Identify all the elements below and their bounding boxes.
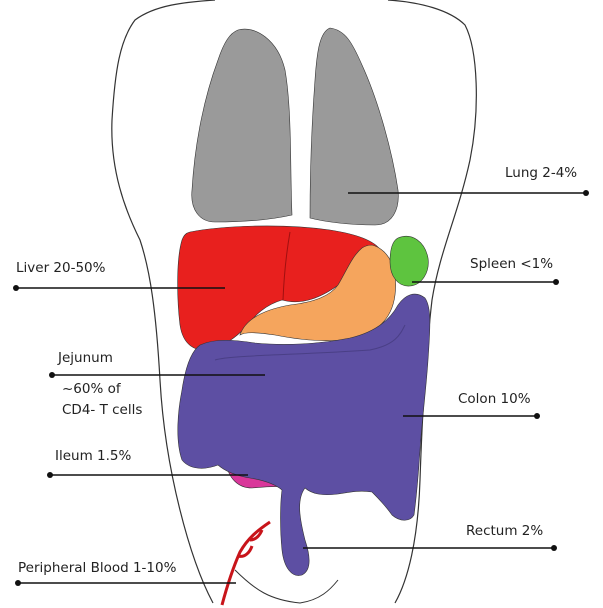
jejunum-label-line3: CD4- T cells	[62, 402, 142, 418]
blood-label: Peripheral Blood 1-10%	[18, 560, 177, 576]
colon-label: Colon 10%	[458, 391, 531, 407]
ileum-dot	[47, 472, 53, 478]
right-lung	[310, 28, 398, 225]
liver-dot	[13, 285, 19, 291]
spleen	[390, 236, 428, 286]
colon-dot	[534, 413, 540, 419]
jejunum-label-line2: ~60% of	[62, 381, 122, 397]
left-lung	[192, 29, 292, 222]
jejunum-dot	[49, 372, 55, 378]
pelvis-outline	[235, 570, 338, 603]
liver-label: Liver 20-50%	[16, 260, 106, 276]
spleen-dot	[553, 279, 559, 285]
spleen-label: Spleen <1%	[470, 256, 553, 272]
lung-dot	[583, 190, 589, 196]
blood-dot	[15, 580, 21, 586]
ileum-label: Ileum 1.5%	[55, 448, 132, 464]
lung-label: Lung 2-4%	[505, 165, 577, 181]
jejunum-label-line1: Jejunum	[57, 350, 113, 366]
rectum-label: Rectum 2%	[466, 523, 543, 539]
rectum-dot	[551, 545, 557, 551]
